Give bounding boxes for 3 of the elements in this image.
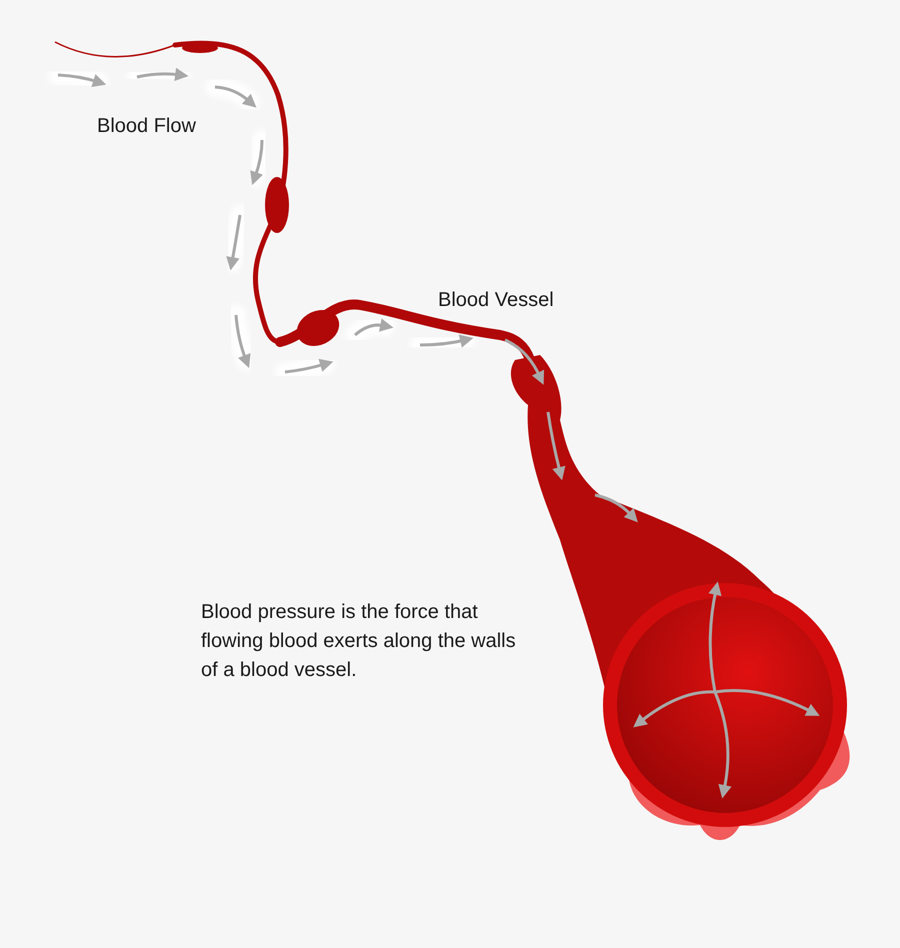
description-text: Blood pressure is the force that flowing blood exerts along the walls of a blood vessel.	[201, 600, 517, 683]
part-label: Blood Vessel	[438, 288, 555, 313]
part-label: Blood Flow	[97, 114, 197, 139]
